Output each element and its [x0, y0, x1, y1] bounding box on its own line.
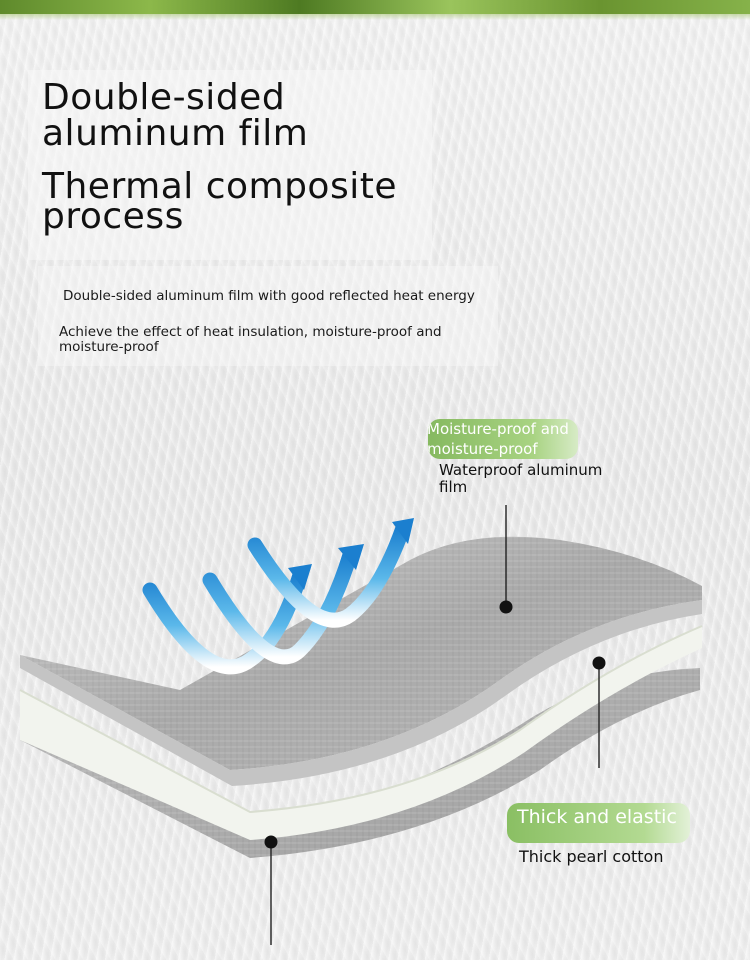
bottom-callout-label: Thick pearl cotton [519, 847, 664, 866]
description-line-2: Achieve the effect of heat insulation, m… [59, 324, 442, 355]
top-foil-layer [20, 536, 702, 786]
heading-panel [28, 70, 432, 260]
heat-reflection-arrows-icon [142, 518, 414, 675]
top-callout-badge: Moisture-proof and moisture-proof [428, 419, 578, 459]
callout-pointer-bottom [264, 835, 278, 945]
top-callout-label: Waterproof aluminum film [439, 461, 603, 496]
heading-line-1: Double-sided aluminum film [42, 77, 309, 154]
pearl-cotton-layer [19, 625, 703, 840]
description-line-1: Double-sided aluminum film with good ref… [63, 288, 475, 304]
top-callout-badge-text: Moisture-proof and moisture-proof [428, 420, 569, 458]
grass-strip [0, 0, 750, 20]
bottom-callout-badge: Thick and elastic [507, 803, 690, 843]
callout-pointer-middle [592, 656, 606, 768]
description-panel [38, 266, 498, 366]
callout-pointer-top [499, 505, 513, 614]
heading-line-2: Thermal composite process [42, 166, 397, 237]
